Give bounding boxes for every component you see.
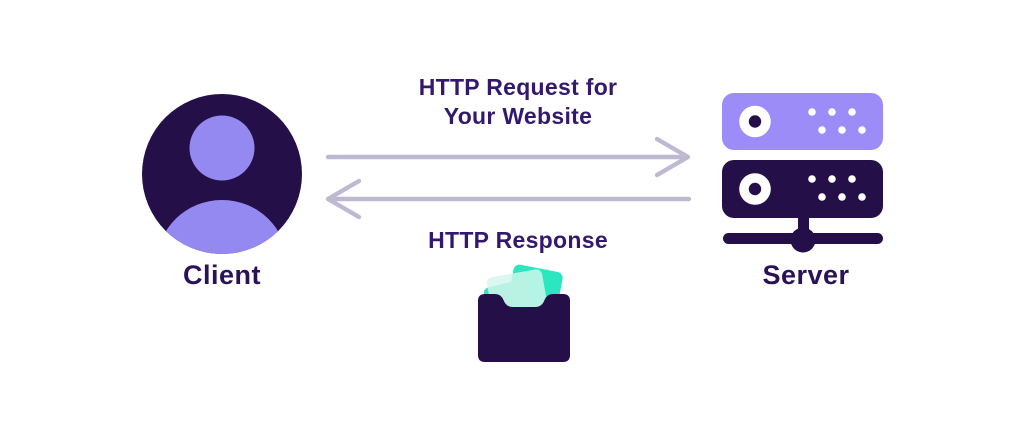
response-heading: HTTP Response [428, 227, 608, 253]
client-label: Client [182, 260, 261, 290]
folder-with-files-icon [478, 264, 570, 362]
client-avatar-icon [142, 94, 302, 254]
request-heading-line2: Your Website [443, 102, 593, 129]
server-rack-bottom [722, 160, 883, 218]
folder-body [478, 294, 570, 362]
server-label: Server [762, 260, 850, 290]
request-heading: HTTP Request for Your Website [367, 73, 669, 130]
avatar-shoulders [157, 200, 287, 254]
arrow-right-icon [325, 136, 691, 178]
indicator-dots [808, 175, 866, 201]
server-rack-top [722, 93, 883, 150]
network-connector [723, 215, 883, 253]
arrow-left-icon [325, 178, 692, 220]
avatar-head [189, 115, 255, 181]
server-rack-stack-icon [722, 93, 883, 253]
request-response-arrows [325, 136, 692, 220]
network-node [790, 227, 816, 253]
indicator-dots [808, 108, 866, 134]
request-heading-line1: HTTP Request for [418, 74, 618, 100]
